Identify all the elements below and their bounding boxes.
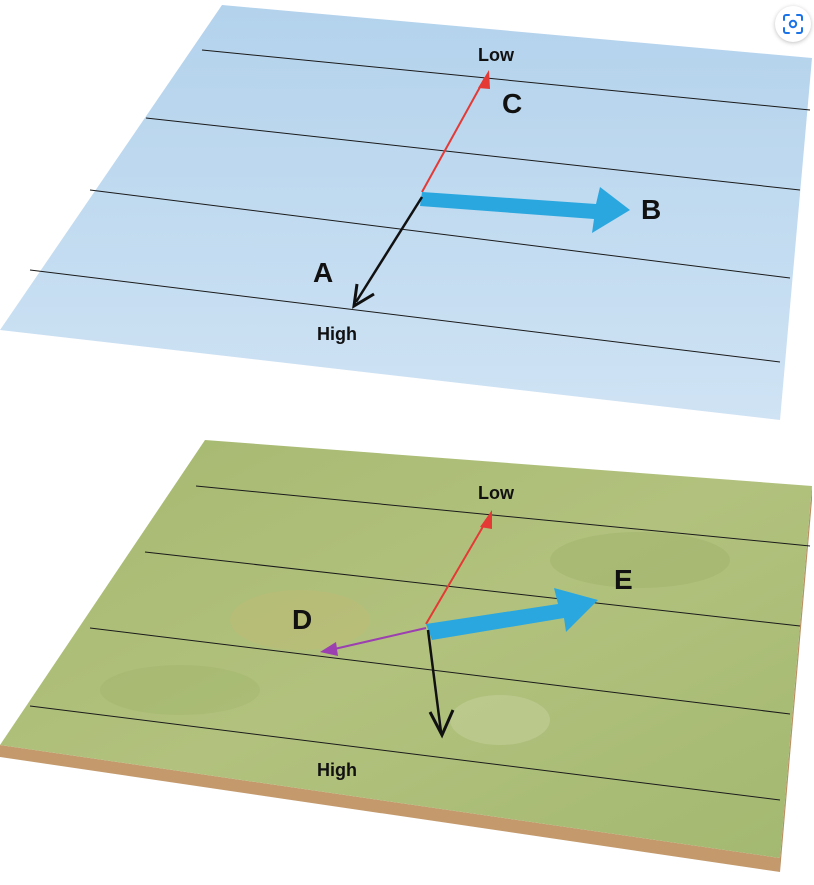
label-c: C <box>502 88 522 119</box>
label-d: D <box>292 604 312 635</box>
coriolis-arrow-E <box>426 588 598 640</box>
ocean-surface <box>0 5 812 420</box>
pressure-gradient-arrowhead <box>478 70 490 89</box>
visual-search-button[interactable] <box>775 6 811 42</box>
land-panel: Low E D High <box>0 440 812 872</box>
wind-arrow-A <box>354 196 424 303</box>
label-low: Low <box>478 483 515 503</box>
isobar <box>29 269 781 363</box>
wind-arrow <box>426 629 443 733</box>
isobar <box>201 49 811 111</box>
label-b: B <box>641 194 661 225</box>
label-low: Low <box>478 45 515 65</box>
ocean-panel: Low C B A High <box>0 5 812 420</box>
terrain-patch <box>230 590 370 650</box>
terrain-patch <box>550 532 730 588</box>
isobar <box>89 189 791 279</box>
visual-search-icon <box>783 14 803 34</box>
isobar <box>29 705 781 801</box>
label-high: High <box>317 324 357 344</box>
isobar <box>144 551 801 627</box>
pressure-gradient-arrowhead <box>480 510 492 529</box>
terrain-patch <box>100 665 260 715</box>
label-e: E <box>614 564 633 595</box>
pressure-gradient-arrow <box>425 517 489 625</box>
isobar <box>145 117 801 191</box>
land-surface <box>0 440 812 858</box>
wind-arrowhead <box>428 709 455 739</box>
pressure-gradient-arrow <box>421 77 486 193</box>
soil-edge <box>0 745 780 872</box>
coriolis-arrow-B <box>420 187 630 233</box>
friction-arrow-D <box>329 627 427 651</box>
soil-side <box>780 486 812 872</box>
label-a: A <box>313 257 333 288</box>
friction-arrowhead-D <box>320 642 338 656</box>
isobar <box>89 627 791 715</box>
terrain-patch <box>450 695 550 745</box>
wind-arrowhead-A <box>352 283 375 309</box>
label-high: High <box>317 760 357 780</box>
isobar <box>195 485 811 547</box>
